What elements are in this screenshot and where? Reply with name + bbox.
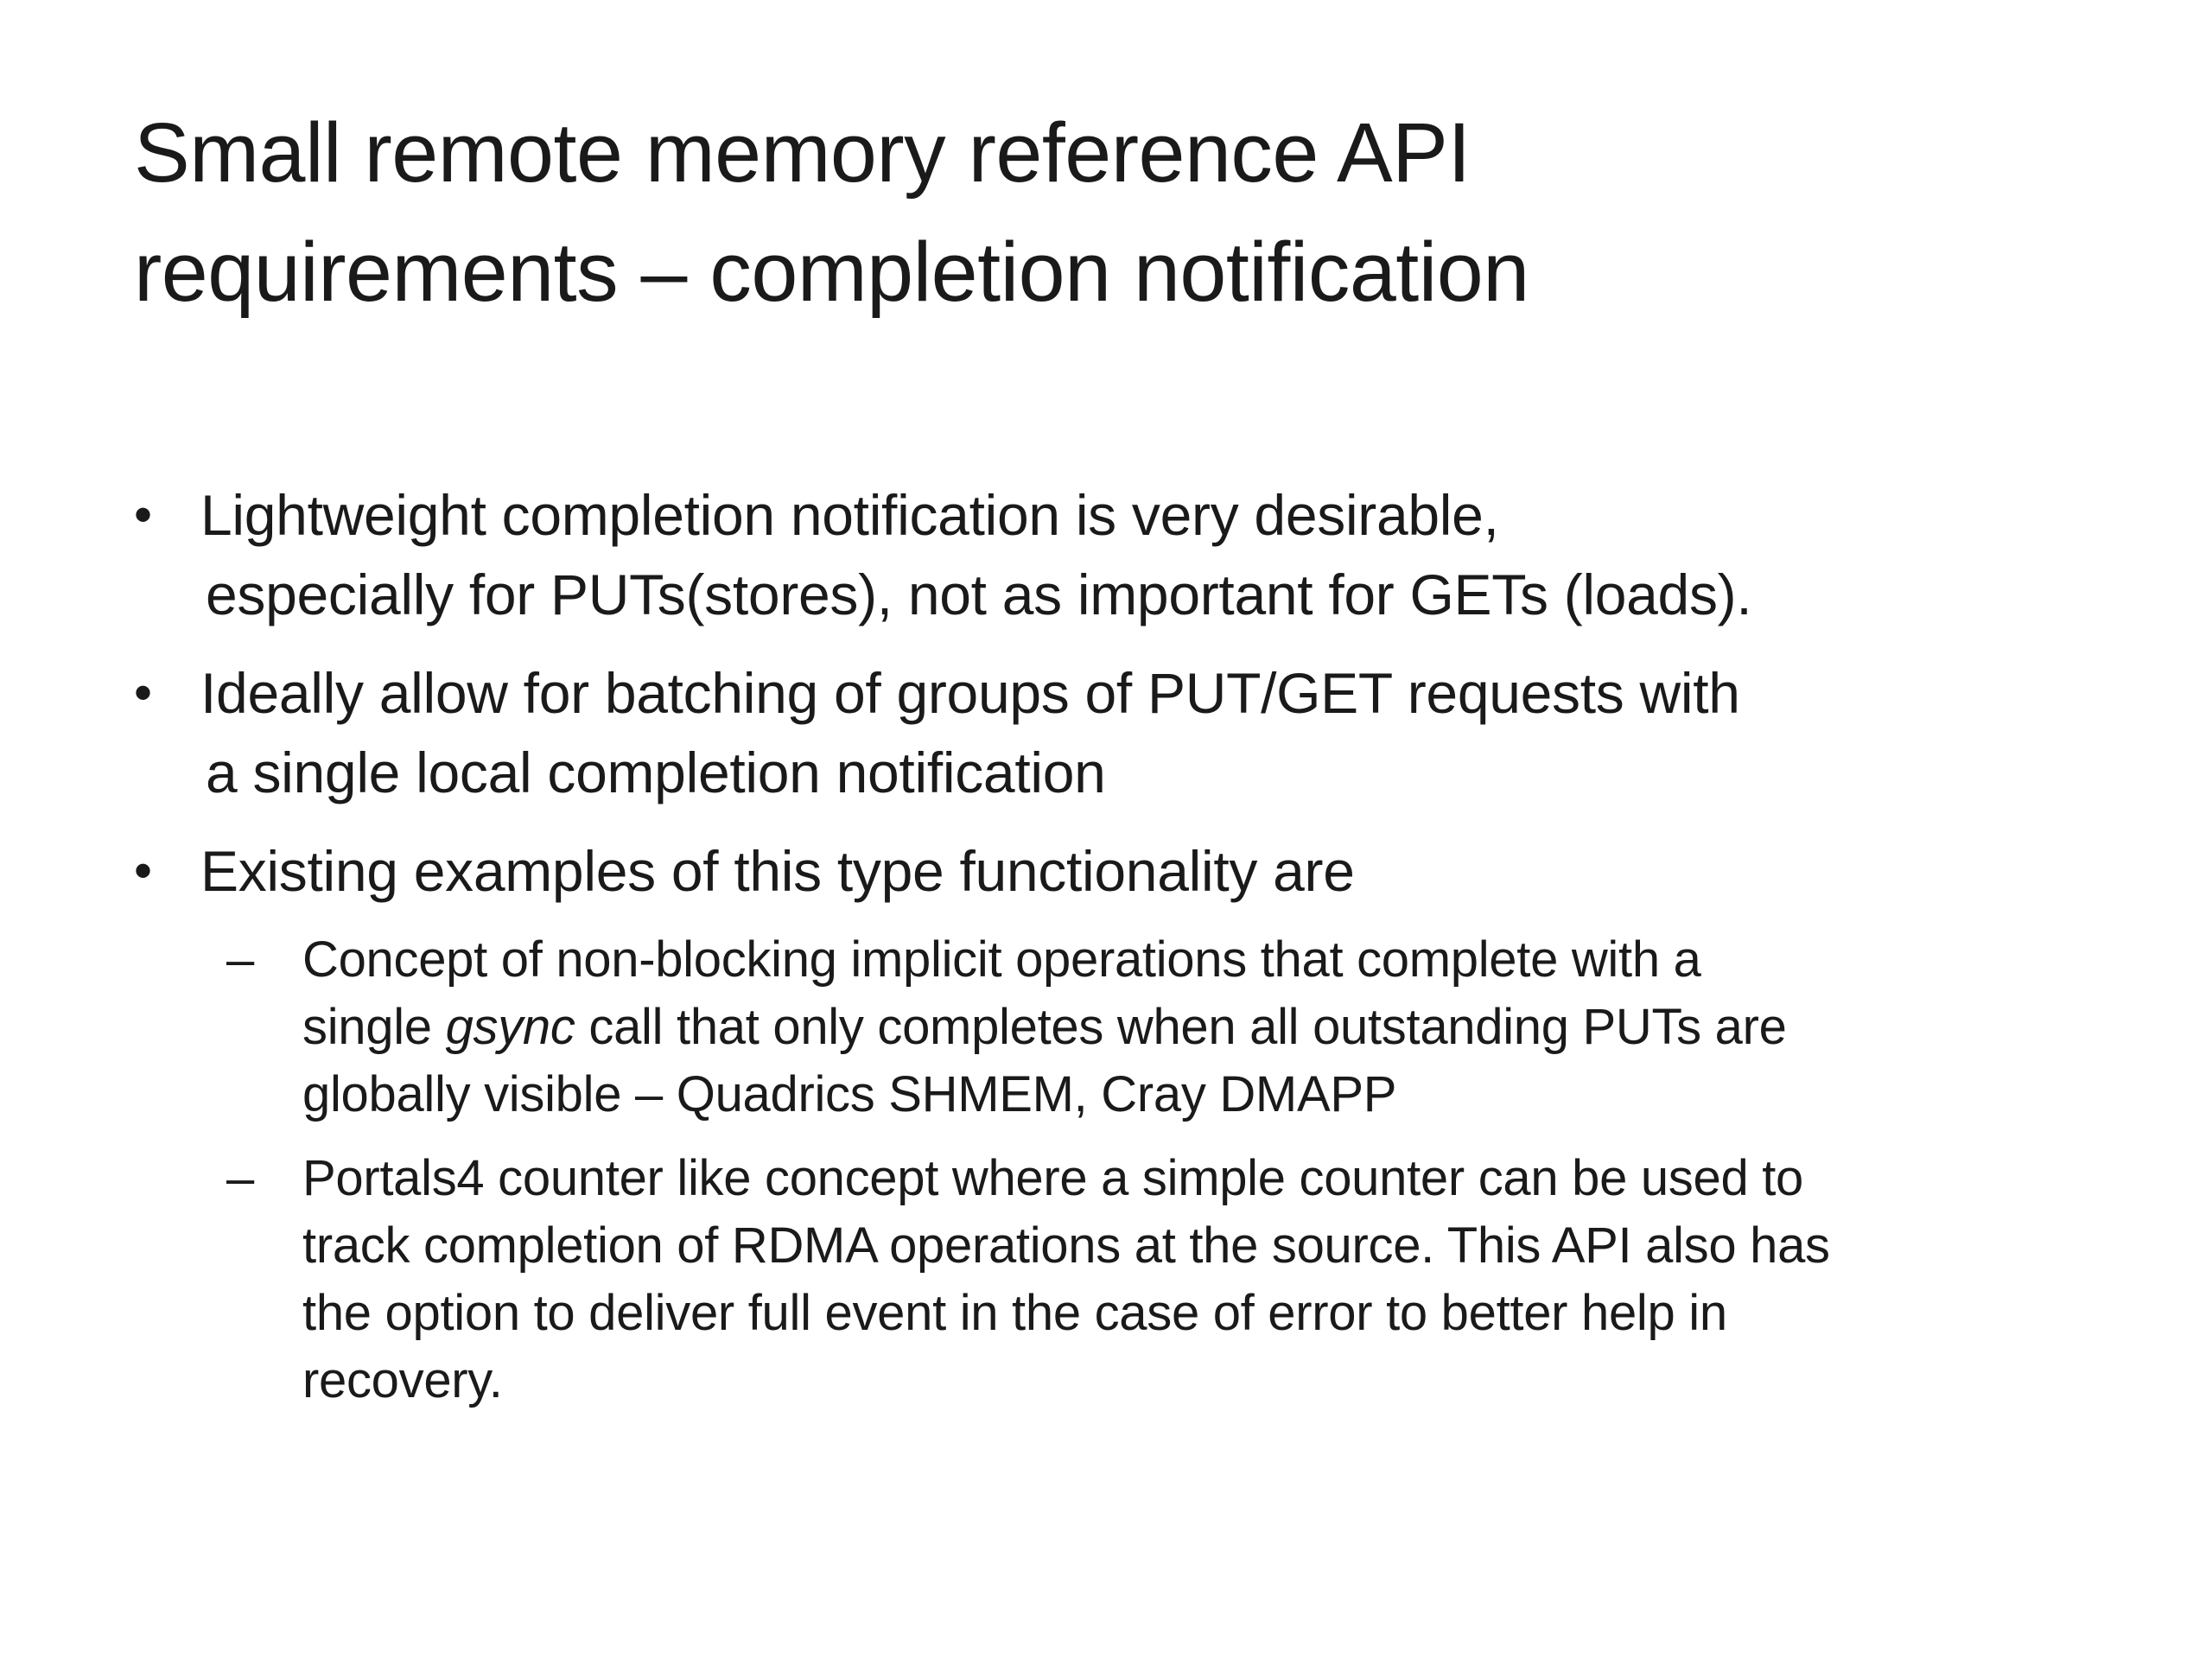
sub-bullet-text-line: Portals4 counter like concept where a si… xyxy=(302,1150,1804,1206)
sub-bullet-text-line: track completion of RDMA operations at t… xyxy=(302,1217,1830,1274)
bullet-marker: • xyxy=(134,486,153,543)
bullet-text-line: especially for PUTs(stores), not as impo… xyxy=(206,563,1752,626)
sub-bullet-text-line: recovery. xyxy=(302,1352,503,1408)
sub-bullet-text-line: Concept of non-blocking implicit operati… xyxy=(302,931,1701,988)
sub-bullet-marker: – xyxy=(226,1150,255,1206)
sub-bullet-text-line: single gsync call that only completes wh… xyxy=(302,994,1787,1061)
sub-bullet-italic-term: gsync xyxy=(445,999,575,1055)
bullet-text-line: a single local completion notification xyxy=(206,741,1106,804)
sub-bullet-marker: – xyxy=(226,931,255,988)
sub-bullet-text-segment: single xyxy=(302,999,446,1055)
sub-bullet-text-segment: call that only completes when all outsta… xyxy=(575,999,1787,1055)
sub-bullet-text-line: the option to deliver full event in the … xyxy=(302,1285,1727,1341)
slide-title: Small remote memory reference API requir… xyxy=(134,93,2078,332)
bullet-marker: • xyxy=(134,842,153,899)
bullet-text-line: Ideally allow for batching of groups of … xyxy=(200,661,1740,725)
sub-bullet-text-line: globally visible – Quadrics SHMEM, Cray … xyxy=(302,1066,1397,1122)
bullet-marker: • xyxy=(134,664,153,721)
bullet-text-line: Lightweight completion notification is v… xyxy=(200,483,1499,547)
slide-title-line-2: requirements – completion notification xyxy=(134,225,1529,319)
slide-title-line-1: Small remote memory reference API xyxy=(134,105,1471,200)
bullet-text-line: Existing examples of this type functiona… xyxy=(200,839,1355,903)
